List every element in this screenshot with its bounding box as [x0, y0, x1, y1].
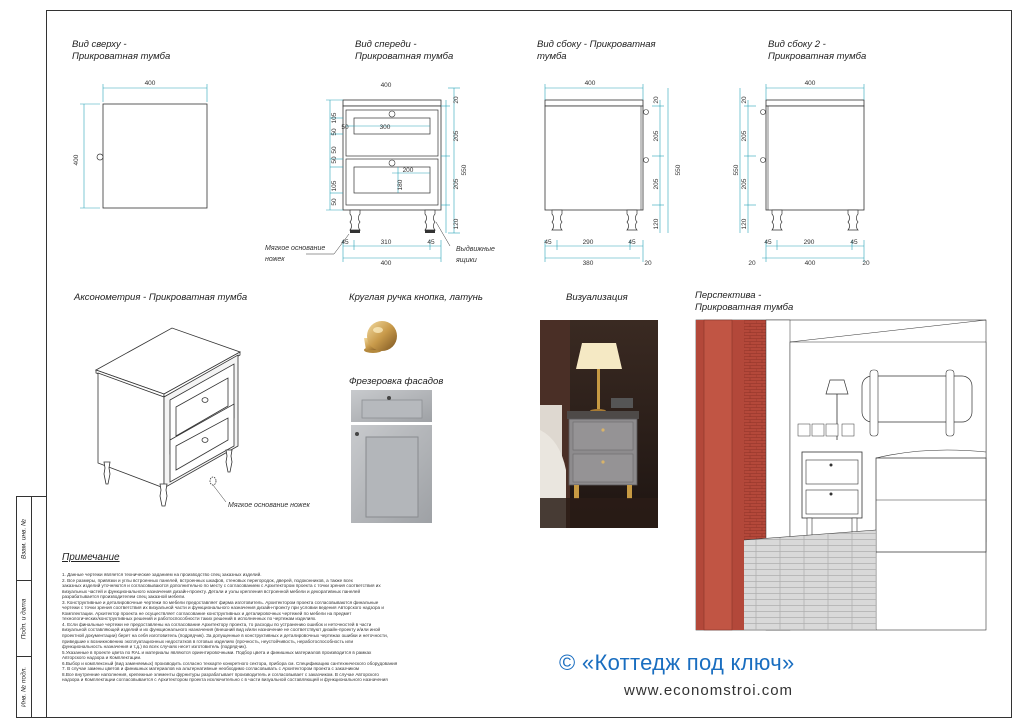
dim-top-width: 400	[145, 80, 156, 87]
note-line: 4. Если финальные чертежи не предоставле…	[62, 621, 372, 627]
dim-front-top: 400	[381, 82, 392, 89]
note-line: 3. Конструктивные и деталировочные черте…	[62, 599, 379, 605]
callout-drawers-line1: Выдвижные	[456, 245, 495, 253]
dim-side-20b: 20	[644, 260, 652, 267]
dim-side2-20: 20	[741, 96, 748, 104]
dim-front-50b: 50	[331, 146, 338, 154]
note-line: Авторского надзора и Комплектации.	[62, 655, 142, 661]
title-block-strip: Взам. инв. № Подп. и дата Инв. № подл.	[16, 496, 46, 718]
callout-soft-base-line2: ножек	[265, 256, 285, 263]
callout-soft-base-line1: Мягкое основание	[265, 245, 325, 252]
side-view-2-drawing: 400 20 205 205 120 550 45 290 45 20 400 …	[733, 80, 870, 267]
title-side-view-2: Вид сбоку 2 - Прикроватная тумба	[768, 39, 867, 62]
dim-top-height: 400	[73, 154, 80, 165]
dim-side2-400: 400	[805, 260, 816, 267]
dim-side-380: 380	[583, 260, 594, 267]
top-view-drawing: 400 400	[73, 80, 208, 209]
dim-side2-290: 290	[804, 239, 815, 246]
dim-side2-205b: 205	[741, 178, 748, 189]
sheet-frame	[46, 10, 1012, 718]
notes-title: Примечание	[62, 552, 120, 563]
callout-drawers-line2: ящики	[455, 257, 477, 264]
dim-front-205b: 205	[453, 178, 460, 189]
title-perspective: Перспектива - Прикроватная тумба	[695, 290, 794, 313]
dim-front-205a: 205	[453, 130, 460, 141]
axonometry-drawing	[95, 327, 241, 507]
dim-side-290: 290	[583, 239, 594, 246]
note-line: функциональность назначения и т.д.) во в…	[62, 644, 248, 650]
dim-front-300: 300	[380, 124, 391, 131]
note-line: Комплектации. Архитектор проекта не осущ…	[62, 610, 352, 616]
note-line: 5.Указанные в проекте цвета по RAL и мат…	[62, 649, 372, 655]
title-side-view: Вид сбоку - Прикроватная тумба	[537, 39, 656, 62]
dim-side2-20a: 20	[748, 260, 756, 267]
note-line: 1. Данные чертежи является технические з…	[62, 572, 262, 577]
dim-side2-20b: 20	[862, 260, 870, 267]
facade-milling-illustration	[351, 390, 432, 523]
strip-cell-replace: Взам. инв. №	[17, 497, 31, 581]
dim-front-20: 20	[453, 96, 460, 104]
dim-side-top: 400	[585, 80, 596, 87]
dim-side-45b: 45	[628, 239, 636, 246]
note-line: визуальной составляющей изделий и их фун…	[62, 627, 381, 633]
note-line: визуальных частей и функционального назн…	[62, 588, 361, 594]
dim-front-50e: 50	[341, 124, 349, 131]
dim-front-400: 400	[381, 260, 392, 267]
dim-front-550: 550	[461, 164, 468, 175]
note-line: разрабатывается производителем спец зака…	[62, 594, 186, 600]
visualization-render	[540, 320, 658, 528]
brass-knob-illustration	[364, 321, 397, 353]
dim-side-20: 20	[653, 96, 660, 104]
dim-side-120: 120	[653, 218, 660, 229]
dim-front-50a: 50	[331, 128, 338, 136]
callout-soft-base-axon: Мягкое основание ножек	[228, 502, 310, 509]
title-top-view: Вид сверху - Прикроватная тумба	[72, 39, 171, 62]
dim-side2-550: 550	[733, 164, 740, 175]
dim-side-205b: 205	[653, 178, 660, 189]
perspective-drawing	[695, 319, 987, 631]
dim-side-550: 550	[675, 164, 682, 175]
dim-front-45a: 45	[341, 239, 349, 246]
title-front-view: Вид спереди - Прикроватная тумба	[355, 39, 454, 62]
note-line: 2. Все размеры, привязки и углы встроенн…	[62, 577, 353, 583]
dim-side2-45b: 45	[850, 239, 858, 246]
dim-front-45b: 45	[427, 239, 435, 246]
dim-side2-45: 45	[764, 239, 772, 246]
dim-side-205a: 205	[653, 130, 660, 141]
dim-side2-205a: 205	[741, 130, 748, 141]
note-line: 6.Выбор и комплексный (вид заменяемых) п…	[62, 660, 398, 666]
dim-front-120: 120	[453, 218, 460, 229]
note-line: приведшие к возникновению эксплуатационн…	[62, 638, 354, 644]
dim-front-310: 310	[381, 239, 392, 246]
title-milling: Фрезеровка фасадов	[349, 376, 444, 387]
strip-cell-sign: Подп. и дата	[17, 581, 31, 657]
dim-front-105b: 105	[331, 180, 338, 191]
dim-front-50c: 50	[331, 156, 338, 164]
note-line: заказных изделий уточняются и согласовыв…	[62, 583, 381, 589]
dim-front-50d: 50	[331, 198, 338, 206]
notes-list: 1. Данные чертежи является технические з…	[62, 572, 407, 683]
brand-watermark: © «Коттедж под ключ»	[559, 650, 795, 675]
dim-front-200: 200	[403, 167, 414, 174]
front-view-drawing: 105 50 50 50 105 50 50 300 200 180 20 20…	[306, 82, 468, 267]
note-line: 8.Все внутренние наполнения, крепежные э…	[62, 671, 379, 677]
side-view-drawing: 400 20 205 205 120 550 45 290 45 380 20	[544, 80, 682, 267]
note-line: проектной документации) берет на себя из…	[62, 633, 388, 639]
note-line: технологических/конструктивных решений и…	[62, 616, 317, 622]
title-handle: Круглая ручка кнопка, латунь	[349, 292, 483, 303]
note-line: надзора и Комплектации согласовывается с…	[62, 677, 388, 683]
website-link[interactable]: www.economstroi.com	[624, 682, 794, 699]
dim-front-105a: 105	[331, 112, 338, 123]
note-line: 7. В случае замены цветов и финишных мат…	[62, 666, 360, 672]
title-axonometry: Аксонометрия - Прикроватная тумба	[74, 292, 248, 303]
dim-side-45a: 45	[544, 239, 552, 246]
dim-side2-top: 400	[805, 80, 816, 87]
note-line: чертежи с точки зрения соответствия их в…	[62, 605, 384, 611]
dim-side2-120: 120	[741, 218, 748, 229]
title-visualization: Визуализация	[566, 292, 628, 303]
dim-front-180: 180	[397, 179, 404, 190]
